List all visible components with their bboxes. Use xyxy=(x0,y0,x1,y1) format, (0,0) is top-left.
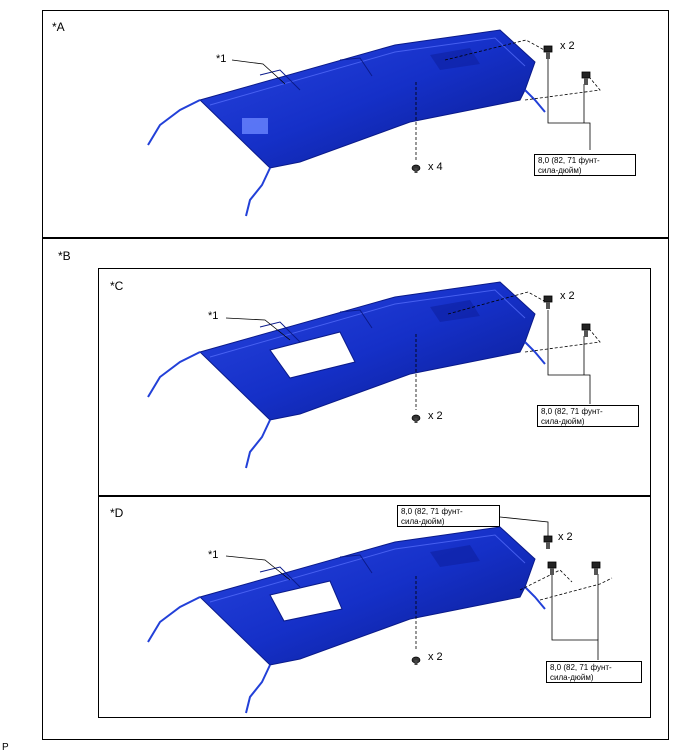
panel-c xyxy=(98,268,651,496)
torque-line-1: 8,0 (82, 71 фунт- xyxy=(401,507,463,516)
panel-d-torque-spec-top: 8,0 (82, 71 фунт- сила-дюйм) xyxy=(397,505,500,527)
bolt-icon xyxy=(547,561,557,576)
panel-a-label: *A xyxy=(52,20,65,34)
torque-line-1: 8,0 (82, 71 фунт- xyxy=(538,156,600,165)
panel-c-label: *C xyxy=(110,279,124,293)
panel-b xyxy=(42,238,669,740)
bolt-icon xyxy=(581,71,591,86)
panel-d-part-callout: *1 xyxy=(208,549,219,561)
bolt-icon xyxy=(543,535,553,550)
corner-mark: P xyxy=(2,742,9,753)
panel-d-headliner xyxy=(147,526,546,714)
torque-line-2: сила-дюйм) xyxy=(538,166,582,175)
panel-a-torque-spec: 8,0 (82, 71 фунт- сила-дюйм) xyxy=(534,154,636,176)
panel-c-leaders xyxy=(225,291,601,410)
bolt-icon xyxy=(543,45,553,60)
panel-b-label: *B xyxy=(58,249,71,263)
opening-a xyxy=(242,118,268,134)
panel-a-part-callout: *1 xyxy=(216,53,227,65)
panel-c-headliner xyxy=(147,281,546,469)
panel-c-bolt-qty: x 2 xyxy=(560,290,575,302)
panel-d-clip-qty: x 2 xyxy=(428,651,443,663)
torque-line-2: сила-дюйм) xyxy=(401,517,445,526)
sunroof-opening xyxy=(269,580,343,622)
bolt-icon xyxy=(591,561,601,576)
bolt-icon xyxy=(581,323,591,338)
panel-a-headliner xyxy=(147,29,546,217)
sunroof-opening xyxy=(269,331,356,379)
bolt-icon xyxy=(543,295,553,310)
panel-a xyxy=(42,10,669,238)
panel-d xyxy=(98,496,651,718)
panel-d-bolt-qty: x 2 xyxy=(558,531,573,543)
torque-line-1: 8,0 (82, 71 фунт- xyxy=(550,663,612,672)
clip-icon xyxy=(411,164,421,174)
torque-line-2: сила-дюйм) xyxy=(550,673,594,682)
panel-a-clip-qty: x 4 xyxy=(428,161,443,173)
torque-line-1: 8,0 (82, 71 фунт- xyxy=(541,407,603,416)
panel-d-label: *D xyxy=(110,506,124,520)
panel-a-bolt-qty: x 2 xyxy=(560,40,575,52)
panel-a-leaders xyxy=(231,39,601,160)
panel-c-part-callout: *1 xyxy=(208,310,219,322)
torque-line-2: сила-дюйм) xyxy=(541,417,585,426)
clip-icon xyxy=(411,414,421,424)
panel-d-torque-spec-bottom: 8,0 (82, 71 фунт- сила-дюйм) xyxy=(546,661,642,683)
panel-d-leaders xyxy=(225,516,613,660)
panel-c-clip-qty: x 2 xyxy=(428,410,443,422)
panel-c-torque-spec: 8,0 (82, 71 фунт- сила-дюйм) xyxy=(537,405,639,427)
clip-icon xyxy=(411,656,421,666)
